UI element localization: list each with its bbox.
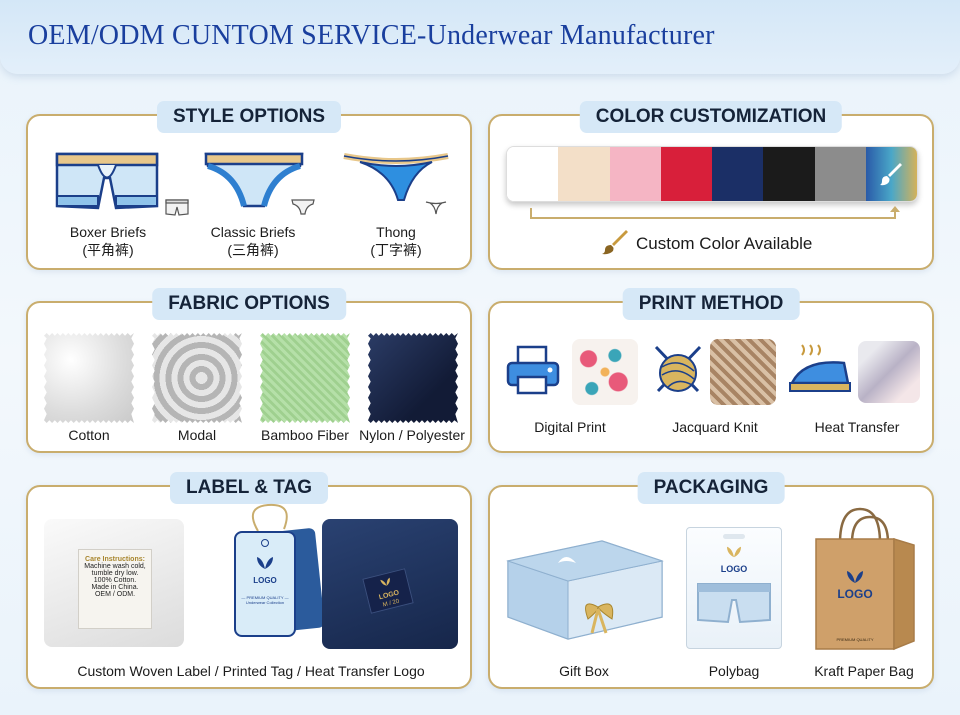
- care-label-line: Made in China.: [91, 584, 139, 591]
- style-name-thong: Thong: [376, 224, 416, 240]
- fabric-label-cotton: Cotton: [68, 427, 110, 443]
- style-options-panel: STYLE OPTIONS Boxer Briefs (平角裤) Classic…: [26, 101, 472, 270]
- fabric-options-heading: FABRIC OPTIONS: [152, 288, 346, 320]
- style-sub-thong: (丁字裤): [370, 242, 422, 258]
- label-tag-heading: LABEL & TAG: [170, 472, 328, 504]
- packaging-label-gift-box: Gift Box: [559, 663, 609, 679]
- care-label-heading: Care Instructions:: [85, 556, 145, 563]
- packaging-label-kraft-bag: Kraft Paper Bag: [814, 663, 914, 679]
- fabric-swatch-cotton: [44, 333, 134, 423]
- color-customization-heading: COLOR CUSTOMIZATION: [579, 101, 843, 133]
- paintbrush-icon: [880, 163, 903, 186]
- print-label-heat: Heat Transfer: [814, 419, 900, 435]
- heat-press-icon: [789, 344, 851, 392]
- print-method-heading: PRINT METHOD: [622, 288, 800, 320]
- style-caption-thong: Thong (丁字裤): [346, 224, 446, 260]
- thong-icon: [343, 153, 449, 201]
- swatch-red[interactable]: [660, 147, 712, 201]
- heat-logo-patch: LOGO M / 20: [362, 568, 414, 614]
- jacquard-knit-sample: [710, 339, 776, 405]
- style-sub-boxer: (平角裤): [82, 242, 134, 258]
- leaf-logo-icon: [257, 557, 273, 569]
- heat-transfer-logo-photo: LOGO M / 20: [322, 519, 458, 649]
- fabric-swatch-modal: [152, 333, 242, 423]
- print-label-jacquard: Jacquard Knit: [672, 419, 758, 435]
- polybag-hang-hole: [723, 534, 745, 539]
- classic-briefs-small-icon: [291, 199, 315, 215]
- fabric-options-panel: FABRIC OPTIONS Cotton Modal Bamboo Fiber…: [26, 288, 472, 453]
- fabric-swatch-nylon: [368, 333, 458, 423]
- style-caption-boxer: Boxer Briefs (平角裤): [58, 224, 158, 260]
- print-label-digital: Digital Print: [534, 419, 606, 435]
- bracket-arrow-icon: [530, 206, 900, 219]
- gift-box-icon: [506, 540, 664, 640]
- swatch-beige[interactable]: [558, 147, 610, 201]
- paintbrush-icon: [602, 230, 628, 255]
- swatch-pink[interactable]: [609, 147, 661, 201]
- yarn-ball-icon: [654, 345, 702, 393]
- color-swatch-strip: [506, 146, 918, 202]
- kraft-bag-logo: LOGO: [837, 587, 873, 601]
- hang-tag-line1: — PREMIUM QUALITY —: [241, 595, 289, 600]
- header-banner: OEM/ODM CUNTOM SERVICE-Underwear Manufac…: [0, 0, 960, 74]
- style-caption-classic: Classic Briefs (三角裤): [198, 224, 308, 260]
- label-tag-panel: LABEL & TAG Care Instructions: Machine w…: [26, 472, 472, 689]
- fabric-label-nylon: Nylon / Polyester: [359, 427, 465, 443]
- care-label-line: OEM / ODM.: [94, 591, 136, 598]
- woven-care-label: Care Instructions: Machine wash cold, tu…: [44, 519, 184, 647]
- boxer-briefs-small-icon: [165, 199, 189, 216]
- care-label-card: Care Instructions: Machine wash cold, tu…: [78, 549, 152, 629]
- kraft-bag-icon: [815, 507, 915, 651]
- care-label-line: Machine wash cold,: [84, 563, 146, 570]
- polybag-logo: LOGO: [720, 564, 748, 574]
- style-sub-classic: (三角裤): [227, 242, 279, 258]
- packaging-label-polybag: Polybag: [708, 663, 760, 679]
- fabric-label-modal: Modal: [177, 427, 217, 443]
- hang-tag: LOGO — PREMIUM QUALITY — Underwear Colle…: [234, 531, 296, 637]
- leaf-logo-icon: [727, 546, 741, 558]
- hang-tag-logo: LOGO: [253, 576, 277, 585]
- swatch-navy[interactable]: [712, 147, 764, 201]
- style-name-boxer: Boxer Briefs: [69, 224, 147, 240]
- hang-tag-line2: Underwear Collection: [245, 600, 285, 605]
- printer-icon: [506, 345, 560, 395]
- classic-briefs-icon: [204, 152, 304, 208]
- packaging-heading: PACKAGING: [637, 472, 785, 504]
- label-tag-caption: Custom Woven Label / Printed Tag / Heat …: [77, 663, 425, 679]
- thong-small-icon: [425, 201, 447, 215]
- swatch-grey[interactable]: [814, 147, 866, 201]
- page-title: OEM/ODM CUNTOM SERVICE-Underwear Manufac…: [28, 20, 715, 51]
- swatch-white[interactable]: [507, 147, 559, 201]
- print-method-panel: PRINT METHOD Digital Print Jacquard Knit…: [488, 288, 934, 453]
- polybag: LOGO: [686, 527, 782, 649]
- swatch-custom-gradient[interactable]: [865, 147, 917, 201]
- hang-tag-string-icon: [251, 503, 288, 532]
- fabric-swatch-bamboo: [260, 333, 350, 423]
- style-options-heading: STYLE OPTIONS: [156, 101, 342, 133]
- color-customization-panel: COLOR CUSTOMIZATION Custom Color Availab…: [488, 101, 934, 270]
- care-label-line: 100% Cotton.: [93, 577, 137, 584]
- style-name-classic: Classic Briefs: [210, 224, 296, 240]
- care-label-line: tumble dry low.: [91, 570, 139, 577]
- kraft-bag-small-text: PREMIUM QUALITY: [836, 637, 874, 642]
- hang-tag-hole: [261, 539, 269, 547]
- heat-transfer-sample: [858, 341, 920, 403]
- boxer-briefs-icon: [697, 583, 771, 624]
- boxer-briefs-icon: [55, 152, 159, 210]
- packaging-panel: PACKAGING LOGO LOGO PREMIUM QUALITY Gift…: [488, 472, 934, 689]
- floral-print-sample: [572, 339, 638, 405]
- swatch-black[interactable]: [763, 147, 815, 201]
- custom-color-label: Custom Color Available: [636, 234, 813, 253]
- fabric-label-bamboo: Bamboo Fiber: [261, 427, 349, 443]
- leaf-logo-icon: [380, 577, 390, 586]
